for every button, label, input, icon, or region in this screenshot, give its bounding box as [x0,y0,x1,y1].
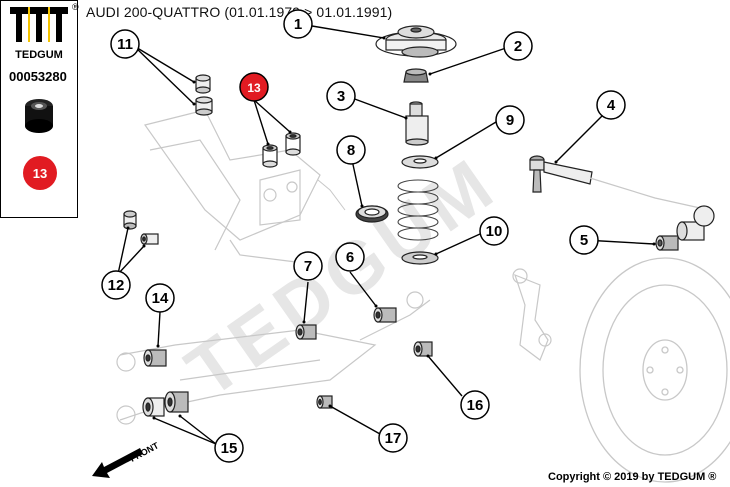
bushing-5 [655,205,715,251]
svg-text:16: 16 [467,397,484,414]
subframe-ghost [144,109,321,266]
bushing-12b [140,233,159,245]
bushing-11a [195,74,211,94]
brake-drum-ghost [579,257,730,483]
bushing-12a [123,210,137,230]
registered-mark: ® [72,2,79,12]
callout-10: 10 [479,216,509,246]
tie-rod-end [529,155,593,193]
knuckle-ghost [512,268,552,361]
part-number: 00053280 [9,69,67,84]
spring-seat-lower [401,251,439,265]
bushing-13a [262,144,278,168]
strut-bearing [355,205,389,223]
svg-text:9: 9 [506,112,514,129]
selected-callout-badge: 13 [23,156,57,190]
callouts: 1 2 3 4 5 6 7 8 9 10 11 12 13 14 15 16 1… [101,9,626,463]
bushing-11b [195,96,213,116]
callout-8: 8 [336,135,366,165]
callout-6: 6 [335,242,365,272]
svg-text:FRONT: FRONT [128,440,161,464]
callout-9: 9 [495,105,525,135]
leader-arrowheads [126,36,656,420]
svg-text:5: 5 [580,232,588,249]
callout-4: 4 [596,90,626,120]
callout-3: 3 [326,81,356,111]
callout-17: 17 [378,423,408,453]
front-direction-arrow: FRONT [92,440,161,478]
callout-11: 11 [110,29,140,59]
svg-text:6: 6 [346,249,354,266]
callout-7: 7 [293,251,323,281]
bump-stop [405,101,429,146]
leader-lines [117,25,655,445]
svg-text:17: 17 [385,430,402,447]
svg-text:8: 8 [347,142,355,159]
part-info-panel: TEDGUM ® 00053280 13 [0,0,79,218]
bushing-15b [164,391,189,413]
vehicle-title: AUDI 200-QUATTRO (01.01.1979 > 01.01.199… [86,4,393,20]
svg-text:TEDGUM: TEDGUM [15,49,63,61]
callout-1: 1 [283,9,313,39]
bushing-13b [285,132,301,156]
callout-13-selected: 13 [239,72,269,102]
copyright-notice: Copyright © 2019 by TEDGUM ® [548,471,717,483]
svg-text:2: 2 [514,38,522,55]
bushing-15a [142,397,165,417]
svg-text:14: 14 [152,290,169,307]
svg-text:10: 10 [486,223,503,240]
watermark: TEDGUM [172,141,512,414]
tedgum-logo: TEDGUM [7,5,71,63]
coil-spring [397,179,439,241]
bushing-16 [413,341,433,357]
bump-stop-cap [403,68,429,83]
svg-text:1: 1 [294,16,302,33]
callout-5: 5 [569,225,599,255]
callout-2: 2 [503,31,533,61]
svg-text:3: 3 [337,88,345,105]
callout-12: 12 [101,270,131,300]
bushing-14 [143,349,167,367]
spring-seat-upper [401,155,439,169]
bushing-6 [373,307,397,323]
svg-text:4: 4 [607,97,616,114]
callout-15: 15 [214,433,244,463]
bushing-7 [295,324,317,340]
strut-top-mount [375,25,457,58]
bushing-thumbnail [21,96,57,136]
svg-text:11: 11 [117,36,133,53]
svg-text:7: 7 [304,258,312,275]
svg-text:15: 15 [221,440,238,457]
svg-text:13: 13 [247,81,261,95]
callout-16: 16 [460,390,490,420]
svg-text:12: 12 [108,277,125,294]
callout-14: 14 [145,283,175,313]
